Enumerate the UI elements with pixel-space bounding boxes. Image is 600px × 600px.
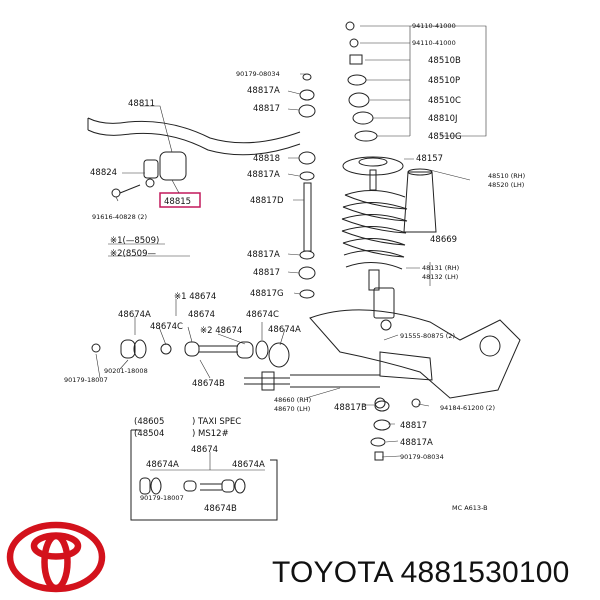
label-91555: 91555-80875 (2) <box>400 332 455 340</box>
label-48817b: 48817B <box>334 403 367 413</box>
label-48817a-r: 48817A <box>400 438 433 448</box>
box-label-48674a-1: 48674A <box>146 460 179 470</box>
box-label-48674a-2: 48674A <box>232 460 265 470</box>
label-94184: 94184-61200 (2) <box>440 404 495 412</box>
strut-rod-48674 <box>91 339 380 391</box>
callout-48510b: 48510B <box>428 56 461 66</box>
label-48817-2: 48817 <box>253 268 280 278</box>
toyota-logo <box>6 521 106 593</box>
label-90201: 90201-18008 <box>104 367 148 375</box>
label-48824: 48824 <box>90 168 117 178</box>
upper-mount-stack <box>345 21 378 142</box>
label-48817a-3: 48817A <box>247 250 280 260</box>
lower-arm-frame <box>309 309 521 409</box>
callout-48510g: 48510G <box>428 132 462 142</box>
label-48674-x2: ※2 48674 <box>200 326 242 336</box>
box-label-90179: 90179-18007 <box>140 494 184 502</box>
callout-94110-1: 94110-41000 <box>412 22 456 30</box>
diagram-code: MC A613-B <box>452 504 488 512</box>
stabilizer-bar <box>87 117 301 156</box>
stabilizer-link-parts <box>298 73 316 299</box>
stabilizer-bushing <box>143 151 187 188</box>
label-48818: 48818 <box>253 154 280 164</box>
taxi-spec-inset <box>130 429 278 521</box>
label-48157: 48157 <box>416 154 443 164</box>
label-48674c-1: 48674C <box>150 322 183 332</box>
label-48817a-1: 48817A <box>247 86 280 96</box>
label-48669: 48669 <box>430 235 457 245</box>
coil-spring-assembly <box>341 156 408 331</box>
label-48510-rh: 48510 (RH) <box>488 172 525 180</box>
callout-48510p: 48510P <box>428 76 460 86</box>
label-48817d: 48817D <box>250 196 284 206</box>
label-48131-rh: 48131 (RH) <box>422 264 459 272</box>
box-label-48674b: 48674B <box>204 504 237 514</box>
label-91616: 91616-40828 (2) <box>92 213 147 221</box>
label-48815: 48815 <box>164 197 191 207</box>
box-label-48605: (48605 <box>134 417 164 427</box>
label-48132-lh: 48132 (LH) <box>422 273 458 281</box>
label-48674a-2: 48674A <box>268 325 301 335</box>
part-number-caption: TOYOTA 4881530100 <box>272 556 570 589</box>
box-label-taxi-spec: ) TAXI SPEC <box>192 417 241 427</box>
part-labels: 48811 48824 48815 91616-40828 (2) 90179-… <box>64 22 525 514</box>
label-48660-rh: 48660 (RH) <box>274 396 311 404</box>
note-2: ※2(8509— <box>110 249 156 259</box>
label-48674b: 48674B <box>192 379 225 389</box>
label-48674-b: 48674 <box>188 310 215 320</box>
highlight-box-48815 <box>159 192 201 208</box>
label-48811: 48811 <box>128 99 155 109</box>
label-90179-a: 90179-08034 <box>236 70 280 78</box>
label-48674-x1: ※1 48674 <box>174 292 216 302</box>
note-1: ※1(—8509) <box>110 236 159 246</box>
label-48670-lh: 48670 (LH) <box>274 405 310 413</box>
box-label-48674: 48674 <box>191 445 218 455</box>
bump-stop-48669 <box>403 168 437 233</box>
label-90179-b: 90179-18007 <box>64 376 108 384</box>
callout-94110-2: 94110-41000 <box>412 39 456 47</box>
label-48817g: 48817G <box>250 289 284 299</box>
label-48817a-2: 48817A <box>247 170 280 180</box>
callout-48810j: 48810J <box>428 114 458 124</box>
box-label-48504: (48504 <box>134 429 164 439</box>
label-48817-1: 48817 <box>253 104 280 114</box>
label-48674c-2: 48674C <box>246 310 279 320</box>
label-48817-3: 48817 <box>400 421 427 431</box>
label-90179-c: 90179-08034 <box>400 453 444 461</box>
label-48674a-1: 48674A <box>118 310 151 320</box>
callout-48510c: 48510C <box>428 96 461 106</box>
label-48520-lh: 48520 (LH) <box>488 181 524 189</box>
stabilizer-link-lower-parts <box>370 400 391 461</box>
leader-lines <box>95 25 487 458</box>
box-label-ms12: ) MS12# <box>192 429 229 439</box>
bolt-91616 <box>111 184 141 198</box>
